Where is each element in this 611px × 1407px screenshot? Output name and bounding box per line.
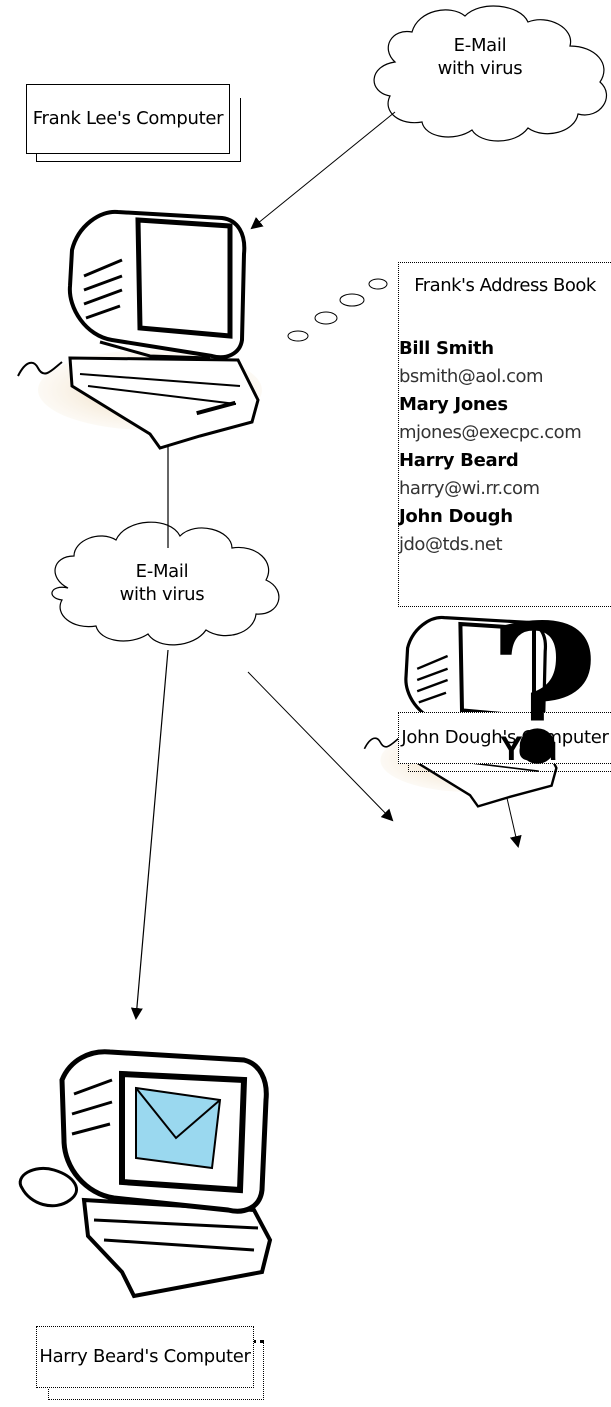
- middle-cloud-line1: E-Mail: [135, 561, 189, 582]
- address-book-entry: Mary Jones mjones@execpc.com: [399, 391, 582, 447]
- arrow-cloud-to-john: [247, 671, 394, 822]
- computer-frank-icon: [17, 209, 262, 450]
- top-cloud-line2: with virus: [437, 58, 523, 80]
- address-book-entry: Harry Beard harry@wi.rr.com: [399, 447, 581, 503]
- contact-name: Harry Beard: [399, 450, 519, 471]
- harry-label-box: Harry Beard's Computer: [36, 1326, 254, 1388]
- question-mark-icon: ?: [488, 583, 600, 806]
- address-book: Frank's Address Book Bill Smith bsmith@a…: [398, 262, 611, 607]
- contact-email: mjones@execpc.com: [399, 422, 582, 443]
- computer-harry-icon: [18, 1049, 273, 1299]
- contact-name: John Dough: [399, 506, 513, 527]
- address-book-entries: Bill Smith bsmith@aol.com Mary Jones mjo…: [399, 335, 582, 559]
- contact-email: jdo@tds.net: [399, 534, 503, 555]
- middle-cloud-line2: with virus: [119, 584, 205, 606]
- top-cloud: [373, 5, 607, 142]
- address-book-entry: John Dough jdo@tds.net: [399, 503, 581, 559]
- contact-name: Bill Smith: [399, 338, 494, 359]
- contact-email: bsmith@aol.com: [399, 366, 544, 387]
- address-book-entry: Bill Smith bsmith@aol.com: [399, 335, 581, 391]
- contact-name: Mary Jones: [399, 394, 508, 415]
- address-book-title: Frank's Address Book: [414, 275, 596, 296]
- top-cloud-line1: E-Mail: [453, 35, 507, 56]
- top-cloud-label: E-Mail with virus: [410, 34, 550, 81]
- frank-label: Frank Lee's Computer: [32, 108, 224, 130]
- you-label: You: [500, 730, 558, 768]
- john-label-box: John Dough's Computer: [398, 712, 611, 764]
- middle-cloud: [51, 521, 280, 646]
- thought-bubbles: [287, 278, 388, 342]
- john-label: John Dough's Computer: [401, 727, 609, 749]
- frank-label-box: Frank Lee's Computer: [26, 84, 230, 154]
- contact-email: harry@wi.rr.com: [399, 478, 540, 499]
- arrow-cloud-to-frank: [250, 111, 396, 230]
- middle-cloud-label: E-Mail with virus: [92, 560, 232, 607]
- harry-label: Harry Beard's Computer: [39, 1346, 251, 1368]
- arrow-cloud-to-harry: [130, 649, 169, 1020]
